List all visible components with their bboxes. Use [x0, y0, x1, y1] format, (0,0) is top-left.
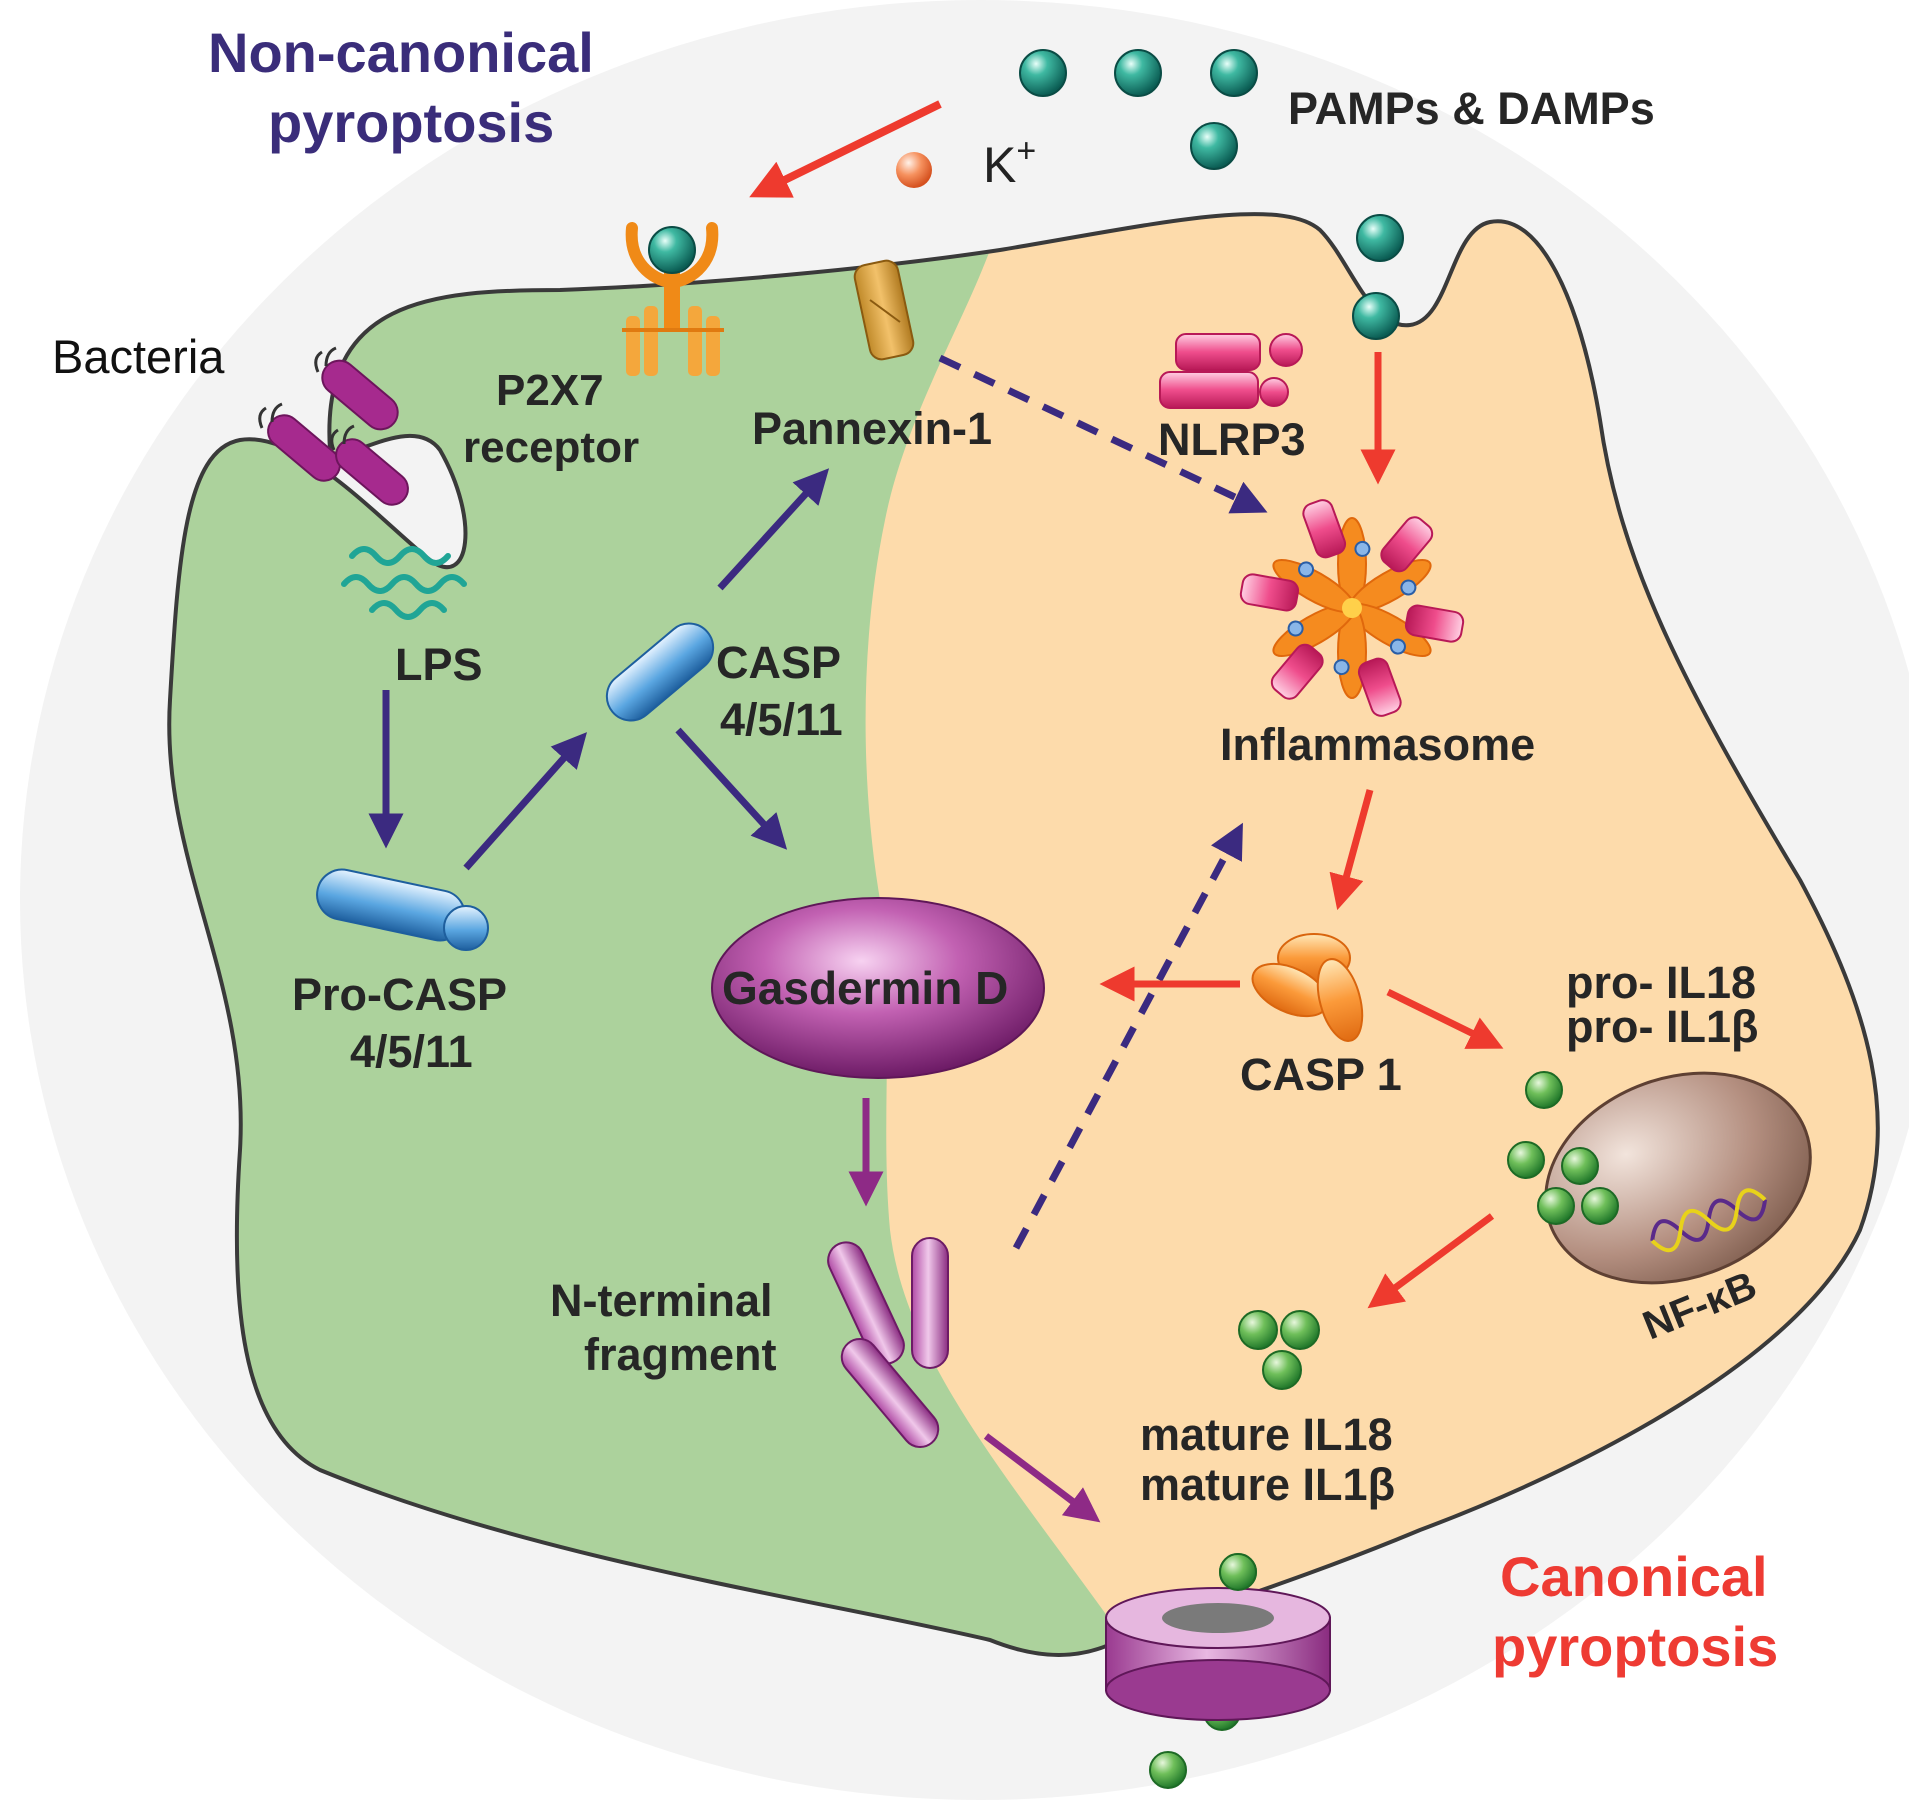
pamp-particle-icon [1210, 49, 1258, 97]
cytokine-particle-icon [1537, 1187, 1575, 1225]
pro-casp-label-line1: Pro-CASP [292, 969, 507, 1020]
canonical-arrows [1099, 352, 1504, 1309]
gasdermin-arrows [848, 1098, 1101, 1523]
p2x7-label-line2: receptor [463, 423, 639, 472]
pannexin-to-inflammasome-dashed-arrow [938, 354, 1268, 514]
pro-casp-label-line2: 4/5/11 [350, 1026, 473, 1077]
casp-to-gasdermin-arrow [675, 727, 788, 850]
casp4511-label-line2: 4/5/11 [720, 694, 843, 745]
casp1-icon [1251, 933, 1364, 1042]
casp-to-pannexin-arrow [717, 468, 830, 591]
inflammasome-to-casp1-arrow [1329, 789, 1374, 911]
pamp-particle-icon [1356, 214, 1404, 262]
cytokine-particle-icon [1581, 1187, 1619, 1225]
potassium-ion-icon [896, 152, 932, 188]
pannexin-channel-icon [853, 259, 915, 361]
cytokine-particle-icon [1149, 1751, 1187, 1789]
n-terminal-label-line1: N-terminal [550, 1275, 773, 1326]
fragment-to-pore-arrow [983, 1433, 1101, 1523]
nucleus-to-mature-il-arrow [1367, 1213, 1495, 1309]
n-terminal-fragment-icon [827, 1237, 949, 1449]
k-plus-label: K+ [983, 132, 1036, 193]
cytokine-particle-icon [1507, 1141, 1545, 1179]
inflammasome-icon [1239, 499, 1465, 717]
pannexin-label: Pannexin-1 [752, 403, 992, 454]
cytokine-particle-icon [1238, 1310, 1278, 1350]
mature-il1b-label: mature IL1β [1140, 1459, 1395, 1510]
casp4511-icon [605, 622, 715, 722]
p2x7-receptor-icon [622, 222, 724, 376]
pro-il1b-label: pro- IL1β [1566, 1001, 1758, 1052]
canonical-title-line2: pyroptosis [1492, 1615, 1778, 1678]
mature-il18-label: mature IL18 [1140, 1409, 1393, 1460]
cytokine-particle-icon [1525, 1071, 1563, 1109]
gasdermin-pore-icon [1105, 1553, 1331, 1721]
gasdermin-d-label: Gasdermin D [722, 962, 1008, 1014]
cytokine-particle-icon [1561, 1147, 1599, 1185]
fragment-to-inflammasome-dashed-arrow [1012, 822, 1243, 1250]
nlrp3-label: NLRP3 [1158, 414, 1306, 465]
inflammasome-label: Inflammasome [1220, 719, 1535, 770]
pamp-particle-icon [1114, 49, 1162, 97]
bacteria-icon [258, 346, 409, 506]
pamp-particle-icon [1352, 292, 1400, 340]
cytokine-particle-icon [1280, 1310, 1320, 1350]
nucleus-icon [1544, 1071, 1812, 1285]
pro-cytokine-particles [1507, 1071, 1619, 1225]
pamps-to-p2x7-arrow [749, 100, 942, 198]
gasdermin-d-icon [711, 897, 1045, 1079]
pamps-damps-label: PAMPs & DAMPs [1288, 83, 1655, 134]
bacteria-label: Bacteria [52, 330, 225, 383]
cell-membrane [167, 212, 1880, 1657]
pro-il18-label: pro- IL18 [1566, 957, 1756, 1008]
casp1-to-pro-il-arrow [1386, 988, 1504, 1049]
pro-casp-icon [316, 868, 489, 951]
casp1-label: CASP 1 [1240, 1049, 1402, 1100]
lps-icon [341, 546, 467, 620]
n-terminal-label-line2: fragment [584, 1329, 777, 1380]
green-region [169, 214, 1110, 1655]
nlrp3-icon [1159, 333, 1303, 409]
canonical-title-line1: Canonical [1500, 1545, 1768, 1608]
non-canonical-title-line2: pyroptosis [268, 91, 554, 154]
pamp-particle-icon [1190, 122, 1238, 170]
lps-label: LPS [395, 639, 483, 690]
casp4511-label-line1: CASP [716, 637, 841, 688]
pamp-particle-icon [1019, 49, 1067, 97]
pro-casp-to-casp-arrow [463, 732, 587, 871]
p2x7-label-line1: P2X7 [496, 366, 604, 415]
non-canonical-title-line1: Non-canonical [208, 21, 594, 84]
non-canonical-arrows [368, 354, 1268, 1250]
pamps-particles [1019, 49, 1404, 340]
cytokine-particle-icon [1262, 1350, 1302, 1390]
